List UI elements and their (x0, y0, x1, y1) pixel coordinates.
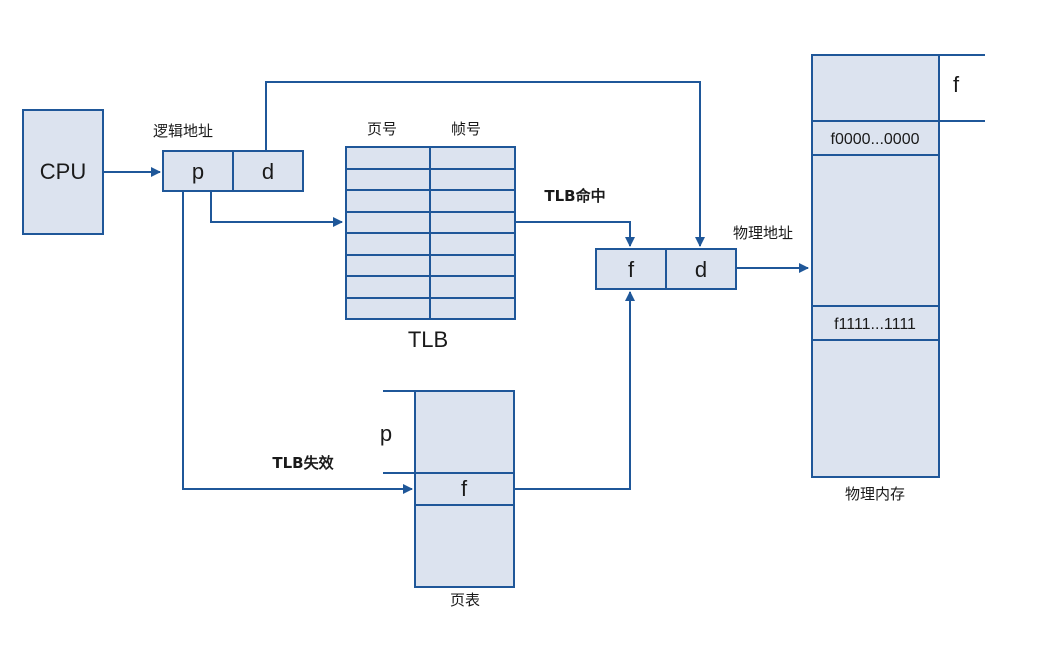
offset-route-arrow (265, 81, 705, 247)
physical-address-register: f d (595, 248, 737, 290)
physical-memory (811, 54, 985, 478)
physical-f-field: f (628, 257, 635, 282)
tlb-col-frame-header: 帧号 (451, 120, 481, 138)
memory-frame-end-address: f1111...1111 (834, 316, 916, 333)
logical-address-title: 逻辑地址 (153, 122, 213, 140)
logical-address-register: p d (162, 150, 304, 192)
memory-frame-f-label: f (953, 72, 960, 97)
logical-p-field: p (192, 159, 204, 184)
logical-d-field: d (262, 159, 274, 184)
cpu-label: CPU (40, 159, 86, 184)
physical-address-title: 物理地址 (733, 224, 793, 242)
page-table-to-physical-arrow (514, 291, 635, 490)
physical-d-field: d (695, 257, 707, 282)
tlb-col-page-header: 页号 (367, 120, 397, 138)
page-table-f-entry: f (461, 476, 468, 501)
cpu-block: CPU (22, 109, 104, 235)
page-to-tlb-arrow (210, 191, 343, 227)
tlb-table (345, 146, 516, 320)
page-table-p-label: p (380, 421, 392, 446)
tlb-miss-label: TLB失效 (272, 454, 334, 472)
tlb-hit-label: TLB命中 (544, 187, 605, 205)
tlb-hit-arrow (515, 221, 635, 247)
page-table (383, 390, 515, 588)
tlb-label: TLB (408, 327, 448, 352)
physical-memory-label: 物理内存 (845, 485, 905, 503)
page-table-label: 页表 (450, 591, 480, 609)
memory-frame-start-address: f0000...0000 (831, 131, 920, 148)
tlb-miss-arrow (182, 191, 413, 494)
